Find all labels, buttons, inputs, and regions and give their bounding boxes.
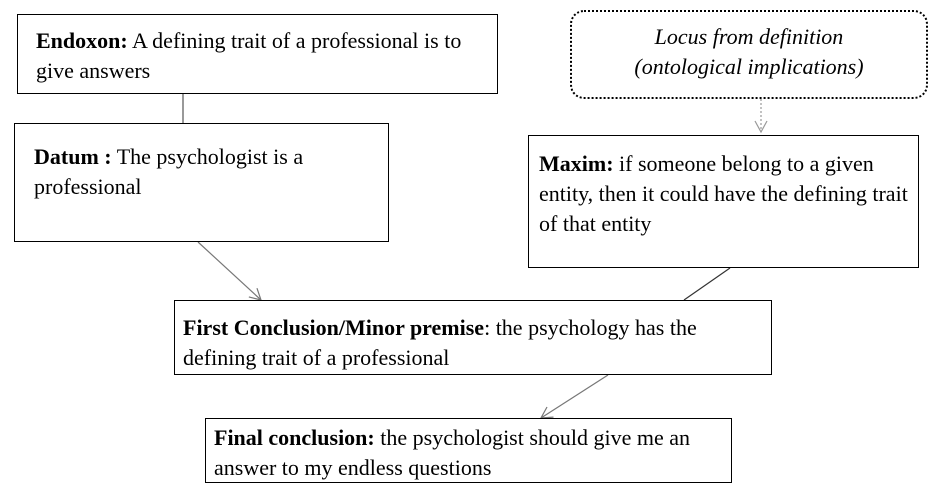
maxim-label: Maxim:: [539, 151, 614, 176]
endoxon-label: Endoxon:: [36, 28, 128, 53]
first-conclusion-label: First Conclusion/Minor premise: [183, 315, 485, 340]
locus-line-2: (ontological implications): [634, 54, 864, 79]
final-conclusion-text: the psychologist should give me an answe…: [214, 425, 691, 480]
datum-label: Datum :: [34, 144, 112, 169]
locus-box: Locus from definition (ontological impli…: [570, 10, 928, 99]
final-conclusion-box: Final conclusion: the psychologist shoul…: [205, 418, 732, 483]
maxim-text: if someone belong to a given entity, the…: [539, 151, 908, 236]
first-conclusion-box: First Conclusion/Minor premise: the psyc…: [174, 300, 772, 375]
datum-text: The psychologist is a professional: [34, 144, 304, 199]
maxim-to-first-conclusion-line: [683, 267, 731, 301]
datum-box: Datum : The psychologist is a profession…: [14, 123, 389, 242]
maxim-box: Maxim: if someone belong to a given enti…: [528, 135, 919, 268]
first-conclusion-text: : the psychology has the defining trait …: [183, 315, 697, 370]
endoxon-text: A defining trait of a professional is to…: [36, 28, 462, 83]
endoxon-box: Endoxon: A defining trait of a professio…: [17, 14, 498, 94]
final-conclusion-label: Final conclusion:: [214, 425, 375, 450]
locus-line-1: Locus from definition: [654, 24, 844, 49]
datum-to-first-conclusion-arrow: [197, 241, 262, 301]
first-conclusion-to-final-arrow: [539, 374, 609, 419]
